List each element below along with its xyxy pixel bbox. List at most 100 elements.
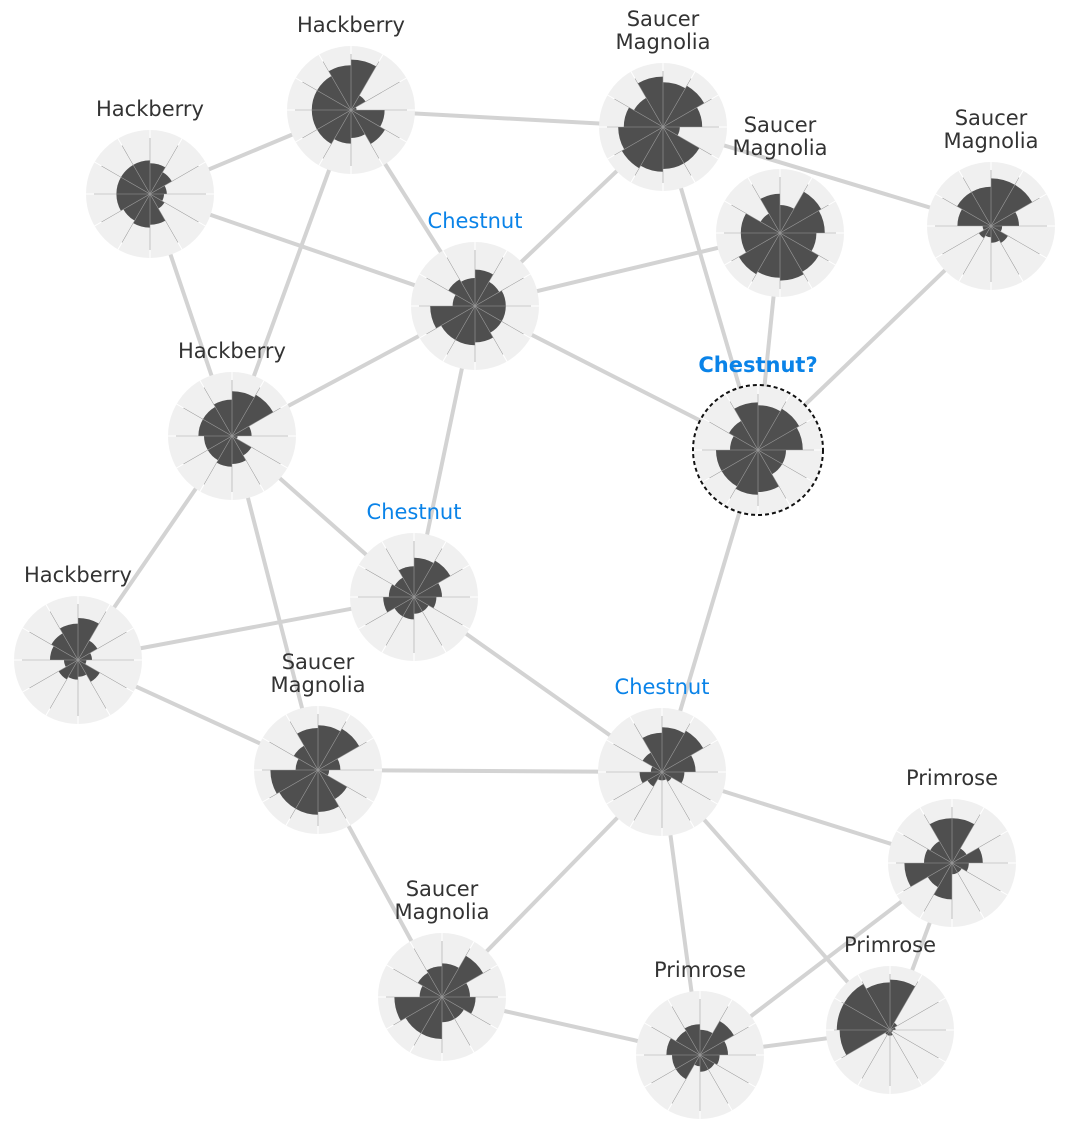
wedge-divider bbox=[613, 771, 663, 801]
wedge-divider bbox=[889, 1029, 919, 1079]
wedge-divider bbox=[365, 596, 415, 626]
wedge-divider bbox=[203, 435, 233, 485]
wedge-6 bbox=[758, 450, 779, 492]
wedge-divider bbox=[350, 61, 380, 111]
wedge-2 bbox=[475, 281, 500, 306]
wedge-2 bbox=[351, 95, 366, 110]
wedge-divider bbox=[923, 814, 953, 864]
wedge-divider bbox=[662, 78, 692, 128]
wedge-9 bbox=[639, 772, 662, 784]
wedge-5 bbox=[952, 863, 962, 873]
wedge-divider bbox=[413, 596, 443, 646]
wedge-divider bbox=[671, 1054, 701, 1104]
wedge-7 bbox=[133, 194, 150, 228]
wedge-12 bbox=[328, 65, 351, 110]
node-label: Magnolia bbox=[732, 136, 827, 160]
wedge-divider bbox=[269, 769, 319, 799]
wedge-divider bbox=[942, 197, 992, 227]
wedge-divider bbox=[183, 407, 233, 437]
wedge-4 bbox=[758, 450, 786, 464]
wedge-divider bbox=[962, 177, 992, 227]
wedge-divider bbox=[729, 449, 759, 499]
wedge-9 bbox=[383, 597, 414, 613]
wedge-8 bbox=[58, 660, 78, 680]
node-pr3[interactable]: Primrose bbox=[826, 933, 954, 1094]
node-hb3[interactable]: Hackberry bbox=[168, 339, 296, 500]
wedge-7 bbox=[455, 306, 475, 346]
wedge-divider bbox=[149, 193, 179, 243]
wedge-divider bbox=[699, 1006, 729, 1056]
wedge-divider bbox=[661, 743, 711, 773]
wedge-9 bbox=[270, 770, 318, 794]
wedge-12 bbox=[461, 278, 475, 306]
wedge-9 bbox=[672, 1055, 700, 1069]
wedge-4 bbox=[662, 772, 685, 784]
wedge-divider bbox=[990, 177, 1020, 227]
wedge-1 bbox=[890, 979, 916, 1030]
node-hb4[interactable]: Hackberry bbox=[14, 563, 142, 724]
wedge-4 bbox=[780, 233, 817, 252]
node-ch3[interactable]: Chestnut bbox=[598, 675, 726, 836]
wedge-7 bbox=[295, 770, 318, 815]
wedge-9 bbox=[618, 127, 663, 150]
node-ch1[interactable]: Chestnut bbox=[411, 209, 539, 370]
wedge-9 bbox=[716, 450, 758, 471]
wedge-divider bbox=[231, 407, 281, 437]
wedge-divider bbox=[385, 548, 415, 598]
wedge-1 bbox=[414, 557, 434, 597]
node-label: Primrose bbox=[906, 766, 998, 790]
wedge-9 bbox=[904, 863, 952, 887]
wedge-divider bbox=[990, 225, 1040, 255]
wedge-2 bbox=[414, 560, 451, 597]
node-ch2[interactable]: Chestnut bbox=[350, 500, 478, 661]
wedge-4 bbox=[351, 110, 385, 127]
wedge-divider bbox=[662, 126, 712, 156]
wedge-divider bbox=[474, 305, 524, 335]
node-pr2[interactable]: Primrose bbox=[636, 958, 764, 1119]
node-pr1[interactable]: Primrose bbox=[888, 766, 1016, 927]
wedge-12 bbox=[684, 1024, 700, 1055]
wedge-2 bbox=[150, 172, 172, 194]
node-label: Saucer bbox=[627, 7, 700, 31]
wedge-divider bbox=[426, 305, 476, 335]
node-target[interactable]: Chestnut? bbox=[692, 353, 824, 516]
wedge-1 bbox=[952, 818, 975, 863]
wedge-5 bbox=[991, 226, 1008, 243]
wedge-3 bbox=[414, 583, 442, 597]
wedge-divider bbox=[203, 387, 233, 437]
wedge-10 bbox=[49, 646, 78, 660]
wedge-1 bbox=[663, 82, 686, 127]
wedge-divider bbox=[441, 996, 491, 1026]
wedge-divider bbox=[29, 631, 79, 661]
node-label: Chestnut bbox=[428, 209, 523, 233]
wedge-10 bbox=[311, 90, 351, 110]
wedge-4 bbox=[414, 597, 437, 609]
wedge-divider bbox=[317, 721, 347, 771]
wedge-12 bbox=[59, 623, 78, 660]
wedge-divider bbox=[757, 401, 787, 451]
wedge-divider bbox=[393, 996, 443, 1026]
wedge-5 bbox=[700, 1055, 715, 1070]
wedge-divider bbox=[662, 98, 712, 128]
wedge-divider bbox=[29, 659, 79, 689]
node-hb1[interactable]: Hackberry bbox=[86, 97, 214, 258]
wedge-8 bbox=[721, 450, 758, 487]
wedge-3 bbox=[475, 290, 506, 306]
wedge-1 bbox=[442, 963, 459, 997]
wedge-11 bbox=[394, 577, 414, 597]
wedge-10 bbox=[924, 849, 952, 863]
node-hb2[interactable]: Hackberry bbox=[287, 13, 415, 174]
wedge-divider bbox=[779, 204, 829, 234]
wedge-divider bbox=[923, 862, 953, 912]
wedge-2 bbox=[890, 1022, 898, 1030]
wedge-divider bbox=[729, 401, 759, 451]
wedge-divider bbox=[990, 197, 1040, 227]
wedge-9 bbox=[394, 997, 442, 1021]
wedge-divider bbox=[651, 1054, 701, 1084]
wedge-6 bbox=[442, 997, 455, 1023]
